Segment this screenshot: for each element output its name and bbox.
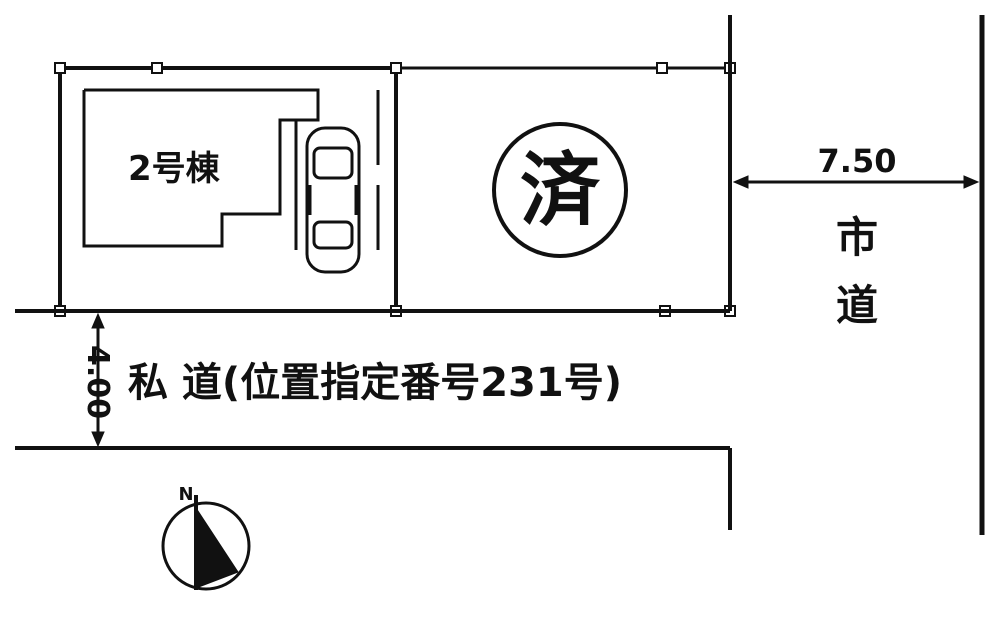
building-footprint — [82, 88, 320, 248]
city-road-label-2: 道 — [836, 281, 878, 330]
sold-mark-circle — [492, 122, 628, 258]
city-road-dimension — [732, 175, 980, 189]
city-road-width: 7.50 — [818, 142, 897, 180]
lot-label: 2号棟 — [128, 149, 221, 189]
car-icon — [305, 126, 361, 274]
sold-mark: 済 — [520, 144, 601, 237]
north-label: N — [178, 484, 193, 505]
lot-2-boundary — [58, 66, 398, 313]
lot-boundaries — [54, 62, 736, 317]
private-road-width: 4.00 — [80, 345, 115, 419]
private-road-label: 私 道(位置指定番号231号) — [128, 360, 622, 406]
city-road-label-1: 市 — [836, 213, 878, 262]
private-road-dimension — [91, 312, 105, 448]
north-arrow-icon — [161, 495, 251, 591]
